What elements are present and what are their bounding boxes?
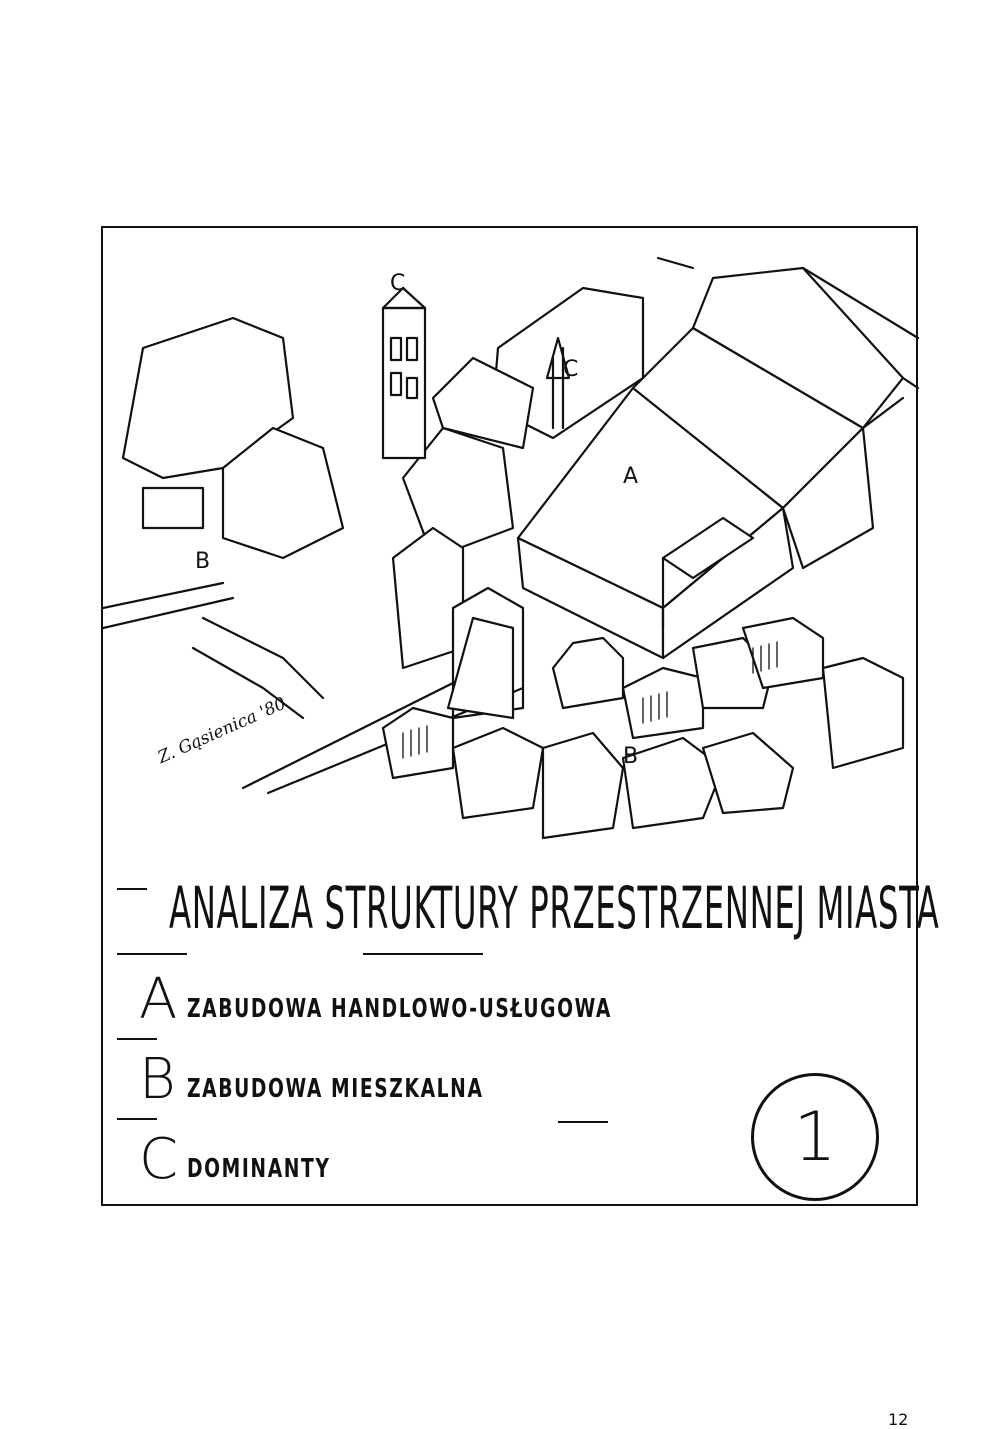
map-label-a: A <box>623 464 638 489</box>
figure-title: ANALIZA STRUKTURY PRZESTRZENNEJ MIASTA <box>169 874 940 942</box>
left-blocks <box>103 316 345 720</box>
town-sketch: A B B C C <box>103 256 920 840</box>
divider <box>117 1038 157 1040</box>
legend-item-a: A ZABUDOWA HANDLOWO-USŁUGOWA <box>139 968 718 1028</box>
legend-text: ZABUDOWA MIESZKALNA <box>187 1074 484 1104</box>
divider <box>117 953 187 955</box>
map-label-c-top: C <box>390 271 405 296</box>
legend-text: ZABUDOWA HANDLOWO-USŁUGOWA <box>187 994 612 1024</box>
right-blocks <box>631 256 920 570</box>
legend-item-c: C DOMINANTY <box>139 1128 366 1188</box>
figure-frame: A B B C C Z. Gąsienica '80 ANALIZA STRUK… <box>101 226 940 1206</box>
map-label-c-mid: C <box>563 357 578 382</box>
legend-letter: A <box>139 967 178 1032</box>
divider <box>558 1121 608 1123</box>
legend-letter: B <box>139 1047 176 1112</box>
divider <box>117 888 147 890</box>
block-a <box>516 386 795 660</box>
divider <box>363 953 483 955</box>
lower-houses <box>381 616 905 840</box>
legend-item-b: B ZABUDOWA MIESZKALNA <box>139 1048 558 1108</box>
figure-number-badge: 1 <box>751 1073 879 1201</box>
map-label-b-right: B <box>623 744 638 769</box>
legend-text: DOMINANTY <box>187 1154 331 1184</box>
tower-c <box>381 286 571 460</box>
legend-letter: C <box>139 1127 179 1192</box>
main-road <box>241 616 525 795</box>
map-label-b-left: B <box>195 549 210 574</box>
divider <box>117 1118 157 1120</box>
